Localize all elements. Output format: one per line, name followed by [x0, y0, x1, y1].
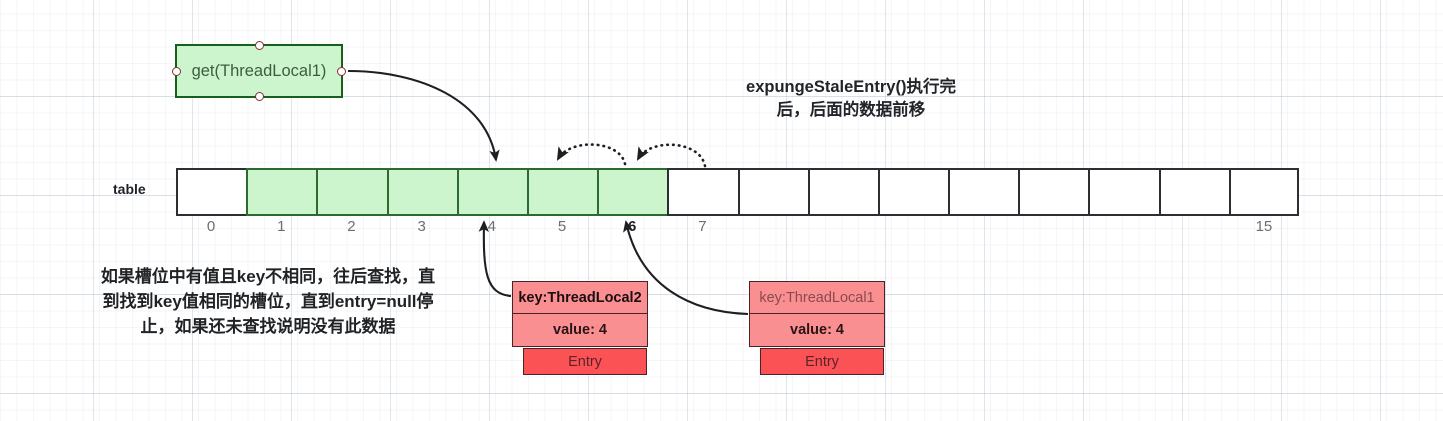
table-index-label-2: 2 — [347, 218, 356, 235]
note-line3: 止，如果还未查找说明没有此数据 — [140, 316, 396, 336]
table-cell-6[interactable] — [597, 168, 668, 216]
table-label: table — [113, 181, 146, 197]
diagram-title: expungeStaleEntry()执行完 后，后面的数据前移 — [686, 76, 1016, 123]
connection-handle-right-icon[interactable] — [337, 66, 346, 76]
entry-box-threadlocal2[interactable]: key:ThreadLocal2 value: 4 Entry — [512, 281, 648, 375]
table-cell-8[interactable] — [737, 168, 808, 216]
table-cell-5[interactable] — [526, 168, 598, 216]
entry-footer: Entry — [760, 348, 884, 375]
diagram-title-line1: expungeStaleEntry()执行完 — [746, 78, 956, 96]
connection-handle-left-icon[interactable] — [172, 66, 181, 76]
table-row — [176, 168, 1299, 216]
connector-get-to-slot4 — [347, 69, 500, 162]
entry-key: key:ThreadLocal1 — [749, 281, 885, 314]
table-cell-0[interactable] — [176, 168, 247, 216]
table-index-label-15: 15 — [1255, 218, 1273, 235]
entry-box-threadlocal1[interactable]: key:ThreadLocal1 value: 4 Entry — [749, 281, 885, 375]
table-cell-2[interactable] — [316, 168, 387, 216]
table-cell-14[interactable] — [1158, 168, 1229, 216]
entry-footer: Entry — [523, 348, 647, 375]
process-box-label: get(ThreadLocal1) — [191, 61, 327, 80]
table-index-label-6: 6 — [628, 218, 637, 235]
table-index-label-7: 7 — [698, 218, 707, 235]
table-cell-15[interactable] — [1228, 168, 1299, 216]
connection-handle-top-icon[interactable] — [254, 41, 264, 50]
table-index-label-0: 0 — [206, 218, 216, 235]
table-index-label-3: 3 — [417, 218, 426, 235]
entry-key: key:ThreadLocal2 — [512, 281, 648, 314]
process-box-get[interactable]: get(ThreadLocal1) — [172, 41, 346, 101]
connection-handle-bottom-icon[interactable] — [254, 92, 264, 101]
table-cell-7[interactable] — [667, 168, 738, 216]
shift-arc-6-to-5 — [556, 143, 627, 166]
table-cell-4[interactable] — [456, 168, 527, 216]
table-cell-11[interactable] — [948, 168, 1019, 216]
diagram-title-line2: 后，后面的数据前移 — [776, 101, 926, 120]
note-line1: 如果槽位中有值且key不相同，往后查找，直 — [100, 267, 436, 286]
table-cell-10[interactable] — [877, 168, 949, 216]
table-index-label-1: 1 — [277, 218, 286, 235]
entry-value: value: 4 — [749, 314, 885, 347]
table-index-label-5: 5 — [557, 218, 567, 235]
shift-arc-7-to-6 — [636, 143, 707, 168]
explanatory-note: 如果槽位中有值且key不相同，往后查找，直 到找到key值相同的槽位，直到ent… — [46, 265, 490, 339]
table-cell-9[interactable] — [807, 168, 878, 216]
table-index-row: 0 1 2 3 4 5 6 7 15 — [176, 218, 1299, 238]
table-cell-1[interactable] — [246, 168, 317, 216]
note-line2: 到找到key值相同的槽位，直到entry=null停 — [102, 291, 434, 311]
table-cell-12[interactable] — [1018, 168, 1089, 216]
table-cell-3[interactable] — [386, 168, 457, 216]
table-cell-13[interactable] — [1088, 168, 1159, 216]
table-index-label-4: 4 — [487, 218, 497, 235]
entry-value: value: 4 — [512, 314, 648, 347]
